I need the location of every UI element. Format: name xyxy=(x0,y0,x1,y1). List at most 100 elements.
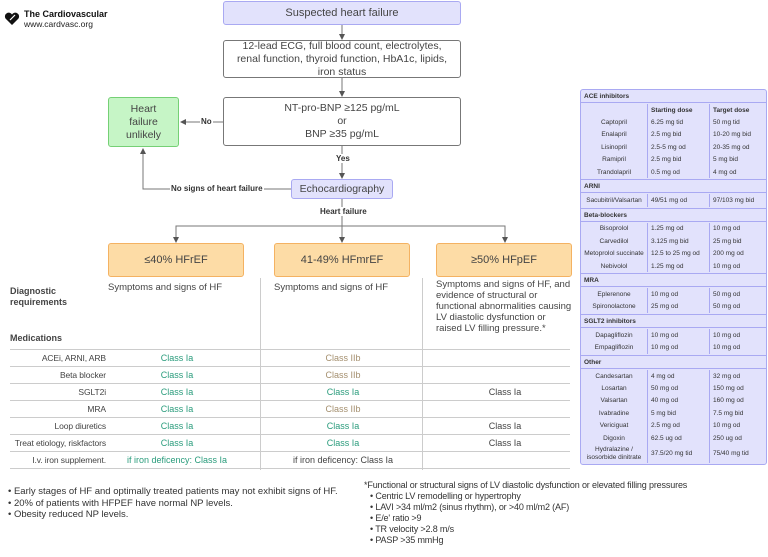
recommendation-cell: Class Ia xyxy=(160,370,194,380)
logo: The Cardiovascular www.cardvasc.org xyxy=(4,9,108,29)
starting-dose: 2.5 mg bid xyxy=(648,153,710,166)
recommendation-cell: if iron deficency: Class Ia xyxy=(126,455,228,465)
target-dose: 5 mg bid xyxy=(713,156,738,164)
dose-section-title: ARNI xyxy=(581,180,766,194)
dose-header xyxy=(581,104,648,117)
note-right: • TR velocity >2.8 m/s xyxy=(370,524,454,534)
starting-dose: 3.125 mg bid xyxy=(648,235,710,248)
bnp-line-2: or xyxy=(337,115,347,127)
note-left: • Early stages of HF and optimally treat… xyxy=(8,486,338,497)
starting-dose: 2.5 mg bid xyxy=(648,128,710,142)
dose-section-title: SGLT2 inhibitors xyxy=(581,315,766,329)
recommendation-cell: Class Ia xyxy=(488,387,522,397)
drug-name: Trandolapril xyxy=(581,165,648,179)
row-divider xyxy=(10,417,570,418)
diagnostic-hfpef: Symptoms and signs of HF, and evidence o… xyxy=(436,279,572,334)
drug-name: Metoprolol succinate xyxy=(581,247,648,260)
starting-dose: 1.25 mg od xyxy=(648,259,710,273)
target-dose: 75/40 mg tid xyxy=(713,449,749,457)
target-dose: 160 mg od xyxy=(713,397,744,405)
recommendation-cell: Class Ia xyxy=(488,438,522,448)
no-signs-label: No signs of heart failure xyxy=(170,184,264,193)
drug-name: Losartan xyxy=(581,382,648,395)
target-dose: 250 ug od xyxy=(713,434,742,442)
drug-name: Vericiguat xyxy=(581,419,648,432)
drug-name: Valsartan xyxy=(581,394,648,408)
medication-name: ACEi, ARNI, ARB xyxy=(41,353,106,363)
starting-dose: 0.5 mg od xyxy=(648,165,710,179)
row-divider xyxy=(10,349,570,350)
starting-dose: 62.5 ug od xyxy=(648,431,710,445)
target-dose: 25 mg bid xyxy=(713,237,742,245)
drug-name: Digoxin xyxy=(581,431,648,445)
note-right: • E/e' ratio >9 xyxy=(370,513,422,523)
recommendation-cell: Class IIb xyxy=(325,404,361,414)
column-divider xyxy=(422,278,423,470)
row-divider xyxy=(10,366,570,367)
yes-label: Yes xyxy=(335,154,351,163)
recommendation-cell: if iron deficency: Class Ia xyxy=(292,455,394,465)
dose-section-title: Beta-blockers xyxy=(581,209,766,222)
starting-dose: 12.5 to 25 mg od xyxy=(648,247,710,260)
starting-dose: 6.25 mg tid xyxy=(648,116,710,129)
starting-dose: 4 mg od xyxy=(648,369,710,383)
medication-name: Beta blocker xyxy=(59,370,106,380)
recommendation-cell: Class Ia xyxy=(326,438,360,448)
drug-name: Dapagliflozin xyxy=(581,329,648,342)
target-dose: 150 mg od xyxy=(713,384,744,392)
recommendation-cell: Class Ia xyxy=(160,387,194,397)
target-dose: 200 mg od xyxy=(713,250,744,258)
target-dose: 7.5 mg bid xyxy=(713,409,744,417)
row-divider xyxy=(10,468,570,469)
drug-name: Empagliflozin xyxy=(581,341,648,354)
starting-dose: 10 mg od xyxy=(648,341,710,354)
target-dose: 50 mg od xyxy=(713,290,741,298)
target-dose: 10-20 mg bid xyxy=(713,131,751,139)
target-dose: 10 mg od xyxy=(713,344,741,352)
note-right: • Centric LV remodelling or hypertrophy xyxy=(370,491,521,501)
medication-name: MRA xyxy=(87,404,106,414)
hfpef-box: ≥50% HFpEF xyxy=(436,243,572,277)
no-label: No xyxy=(200,117,213,126)
heart-failure-label: Heart failure xyxy=(319,207,368,216)
recommendation-cell: Class Ia xyxy=(160,421,194,431)
row-divider xyxy=(10,383,570,384)
starting-dose: 2.5 mg od xyxy=(648,419,710,432)
logo-title: The Cardiovascular xyxy=(24,9,108,19)
row-divider xyxy=(10,400,570,401)
drug-name: Candesartan xyxy=(581,369,648,383)
drug-name: Sacubitril/Valsartan xyxy=(581,194,648,207)
drug-name: Hydralazine / isosorbide dinitrate xyxy=(581,444,648,464)
arrow-echo-unlikely xyxy=(140,148,291,190)
row-divider xyxy=(10,434,570,435)
recommendation-cell: Class IIb xyxy=(325,370,361,380)
drug-name: Carvedilol xyxy=(581,235,648,248)
medication-name: I.v. iron supplement. xyxy=(32,455,106,465)
recommendation-cell: Class Ia xyxy=(160,438,194,448)
notes-right-title: *Functional or structural signs of LV di… xyxy=(364,480,688,490)
echocardiography-box: Echocardiography xyxy=(291,179,393,199)
starting-dose: 37.5/20 mg tid xyxy=(648,444,710,464)
starting-dose: 10 mg od xyxy=(648,288,710,301)
drug-name: Enalapril xyxy=(581,128,648,142)
target-dose: 10 mg od xyxy=(713,262,741,270)
